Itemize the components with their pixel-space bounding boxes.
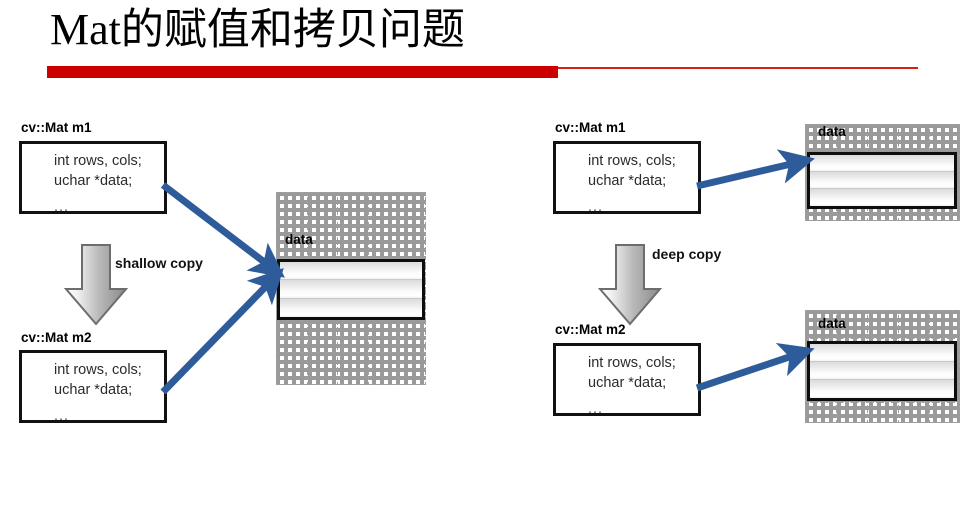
arrow-m2-to-data-right (695, 343, 815, 392)
struct-fields-m1-right: int rows, cols; uchar *data; ... (588, 151, 676, 217)
struct-fields-m2-right: int rows, cols; uchar *data; ... (588, 353, 676, 419)
data-block-right-top (807, 152, 957, 209)
field-ellipsis: ... (54, 199, 70, 215)
struct-box-m1-left: int rows, cols; uchar *data; ... (19, 141, 167, 217)
field-rows-cols: int rows, cols; (588, 153, 676, 169)
title-rule-thick (47, 66, 558, 78)
shallow-copy-arrow-icon (63, 244, 129, 326)
shallow-copy-label: shallow copy (115, 255, 203, 271)
field-rows-cols: int rows, cols; (588, 355, 676, 371)
struct-label-m1-right: cv::Mat m1 (555, 120, 626, 135)
field-data-ptr: uchar *data; (588, 375, 667, 391)
field-data-ptr: uchar *data; (54, 382, 133, 398)
data-label-shared: data (285, 232, 313, 247)
field-rows-cols: int rows, cols; (54, 153, 142, 169)
data-label-right-bottom: data (818, 316, 846, 331)
data-label-right-top: data (818, 124, 846, 139)
data-block-shared (277, 259, 425, 320)
field-data-ptr: uchar *data; (54, 173, 133, 189)
struct-box-m2-left: int rows, cols; uchar *data; ... (19, 350, 167, 426)
struct-label-m2-left: cv::Mat m2 (21, 330, 92, 345)
struct-fields-m2-left: int rows, cols; uchar *data; ... (54, 360, 142, 426)
struct-label-m1-left: cv::Mat m1 (21, 120, 92, 135)
data-block-right-bottom (807, 341, 957, 401)
field-data-ptr: uchar *data; (588, 173, 667, 189)
struct-box-m1-right: int rows, cols; uchar *data; ... (553, 141, 701, 217)
page-title-latin: Mat (50, 5, 121, 54)
deep-copy-arrow-icon (597, 244, 663, 326)
field-ellipsis: ... (588, 401, 604, 417)
struct-fields-m1-left: int rows, cols; uchar *data; ... (54, 151, 142, 217)
struct-label-m2-right: cv::Mat m2 (555, 322, 626, 337)
arrow-m2-to-data-left (160, 267, 284, 395)
deep-copy-label: deep copy (652, 246, 722, 262)
page-title-cjk: 的赋值和拷贝问题 (120, 5, 465, 55)
field-ellipsis: ... (54, 408, 70, 424)
arrow-m1-to-data-right (696, 149, 815, 190)
field-ellipsis: ... (588, 199, 604, 215)
struct-box-m2-right: int rows, cols; uchar *data; ... (553, 343, 701, 419)
page-title: Mat的赋值和拷贝问题 (50, 2, 465, 58)
field-rows-cols: int rows, cols; (54, 362, 142, 378)
